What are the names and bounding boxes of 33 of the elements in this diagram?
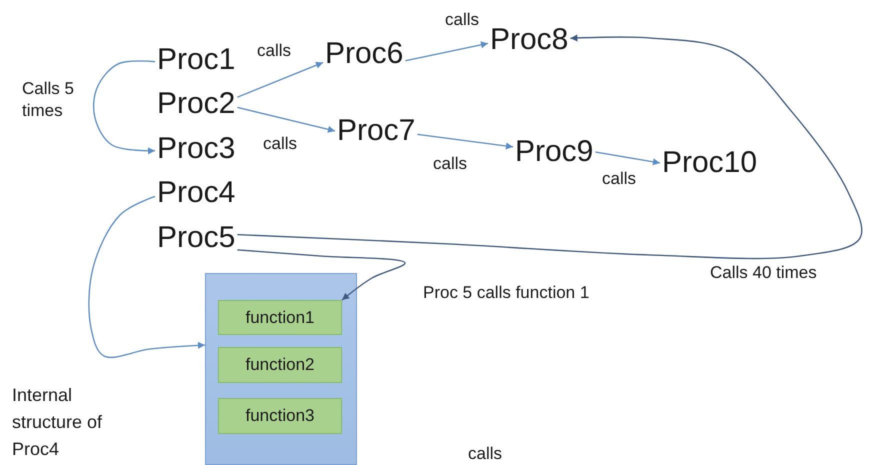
arrow: [237, 106, 336, 133]
curved-arrow: [88, 196, 206, 358]
curved-arrow: [92, 60, 156, 154]
edge-label: Calls 5 times: [22, 78, 75, 122]
arrow: [417, 134, 514, 150]
edge-label: Proc 5 calls function 1: [423, 282, 590, 304]
note-text: calls: [468, 443, 502, 465]
curved-arrow: [237, 249, 406, 300]
process-label: Proc8: [488, 23, 570, 57]
function-box: function2: [218, 347, 342, 383]
arrow: [595, 151, 660, 166]
arrow: [237, 62, 324, 98]
process-label: Proc5: [155, 221, 238, 255]
edge-label: calls: [433, 153, 468, 175]
process-label: Proc9: [513, 135, 596, 169]
process-label: Proc4: [155, 176, 238, 210]
process-label: Proc1: [155, 43, 238, 77]
curved-arrow: [237, 34, 862, 260]
arrow: [405, 41, 488, 62]
process-label: Proc3: [155, 132, 238, 166]
edge-label: calls: [263, 133, 298, 155]
edge-label: calls: [445, 9, 480, 31]
caption-text: Internal structure of Proc4: [12, 384, 104, 461]
process-label: Proc7: [335, 114, 418, 148]
function-box: function3: [218, 398, 342, 434]
edge-label: calls: [602, 168, 636, 190]
edge-label: calls: [257, 40, 292, 62]
edge-label: Calls 40 times: [710, 262, 817, 284]
process-label: Proc6: [323, 37, 406, 71]
function-box: function1: [218, 300, 342, 335]
process-label: Proc10: [660, 146, 760, 180]
structure-panel: [205, 273, 357, 465]
process-label: Proc2: [155, 87, 238, 121]
